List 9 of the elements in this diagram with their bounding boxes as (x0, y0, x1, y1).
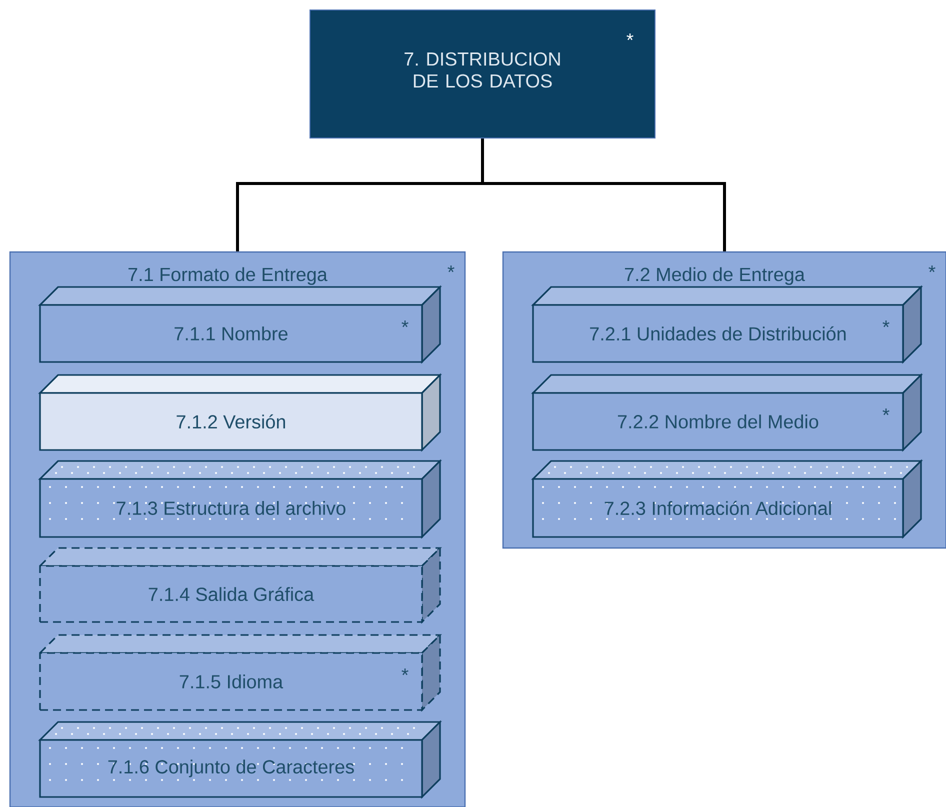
asterisk-mark: * (402, 668, 408, 676)
asterisk-mark: * (882, 320, 890, 328)
asterisk-mark: * (448, 266, 454, 272)
asterisk-mark: * (626, 34, 634, 40)
asterisk-mark: * (402, 320, 408, 328)
asterisk-mark: * (882, 408, 890, 416)
connector-line (481, 138, 726, 252)
asterisk-mark: * (928, 266, 936, 272)
title-box: 7. DISTRIBUCION DE LOS DATOS * (310, 10, 656, 138)
